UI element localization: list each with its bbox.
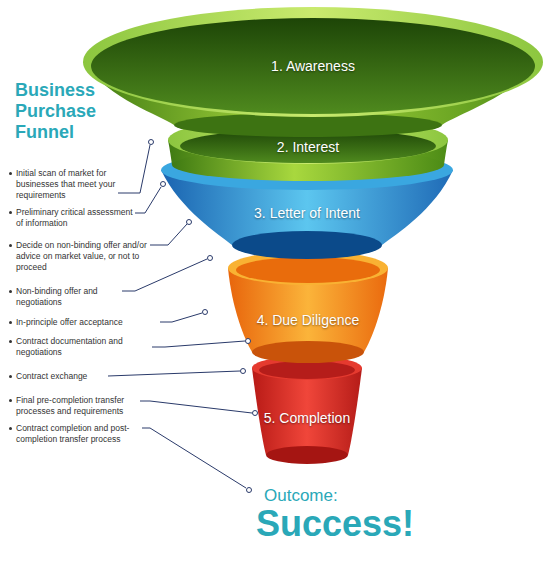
stage-label: 5. Completion — [250, 409, 364, 427]
funnel-stage: 1. Awareness — [82, 6, 544, 141]
leader-line — [118, 145, 150, 193]
bullet-dot — [9, 211, 12, 214]
step-note: Preliminary critical assessment of infor… — [16, 207, 134, 229]
stage-label: 4. Due Diligence — [226, 311, 390, 329]
funnel-rim — [83, 7, 543, 117]
step-note: Contract completion and post-completion … — [16, 423, 142, 445]
leader-end — [208, 256, 213, 261]
bullet-dot — [9, 172, 12, 175]
leader-line — [122, 259, 207, 291]
step-note: Contract documentation and negotiations — [16, 336, 151, 358]
step-note: Final pre-completion transfer processes … — [16, 395, 141, 417]
step-note: In-principle offer acceptance — [16, 317, 161, 328]
leader-end — [161, 182, 166, 187]
outcome-result: Success! — [256, 504, 456, 544]
stage-label: 3. Letter of Intent — [160, 204, 454, 222]
leader-end — [187, 220, 192, 225]
bullet-dot — [9, 321, 12, 324]
step-note: Contract exchange — [16, 371, 126, 382]
bullet-dot — [9, 375, 12, 378]
funnel-band — [226, 249, 390, 365]
funnel-stage: 5. Completion — [250, 354, 364, 466]
funnel-base — [252, 341, 364, 363]
bullet-dot — [9, 399, 12, 402]
funnel-opening — [259, 361, 355, 379]
funnel-base — [266, 446, 348, 464]
funnel-rim — [252, 356, 362, 380]
funnel-opening — [236, 257, 380, 283]
leader-line — [152, 341, 245, 347]
leader-line — [142, 428, 246, 488]
leader-end — [253, 411, 258, 416]
bullet-dot — [9, 340, 12, 343]
bullet-dot — [9, 427, 12, 430]
leader-end — [247, 488, 252, 493]
stage-label: 2. Interest — [166, 138, 450, 156]
leader-line — [135, 187, 161, 213]
outcome-label: Outcome: — [264, 486, 384, 506]
funnel-rim — [228, 251, 388, 285]
step-note: Decide on non-binding offer and/or advic… — [16, 240, 150, 273]
step-note: Non-binding offer and negotiations — [16, 286, 124, 308]
leader-line — [108, 371, 240, 376]
funnel-base — [232, 231, 382, 259]
funnel-rim — [161, 150, 453, 190]
leader-line — [140, 401, 252, 413]
leader-end — [241, 369, 246, 374]
funnel-stage: 4. Due Diligence — [226, 249, 390, 365]
leader-end — [149, 140, 154, 145]
leader-line — [160, 313, 202, 322]
leader-end — [203, 310, 208, 315]
stage-label: 1. Awareness — [82, 57, 544, 75]
leader-line — [150, 224, 187, 245]
bullet-dot — [9, 290, 12, 293]
step-note: Initial scan of market for businesses th… — [16, 168, 124, 201]
bullet-dot — [9, 244, 12, 247]
